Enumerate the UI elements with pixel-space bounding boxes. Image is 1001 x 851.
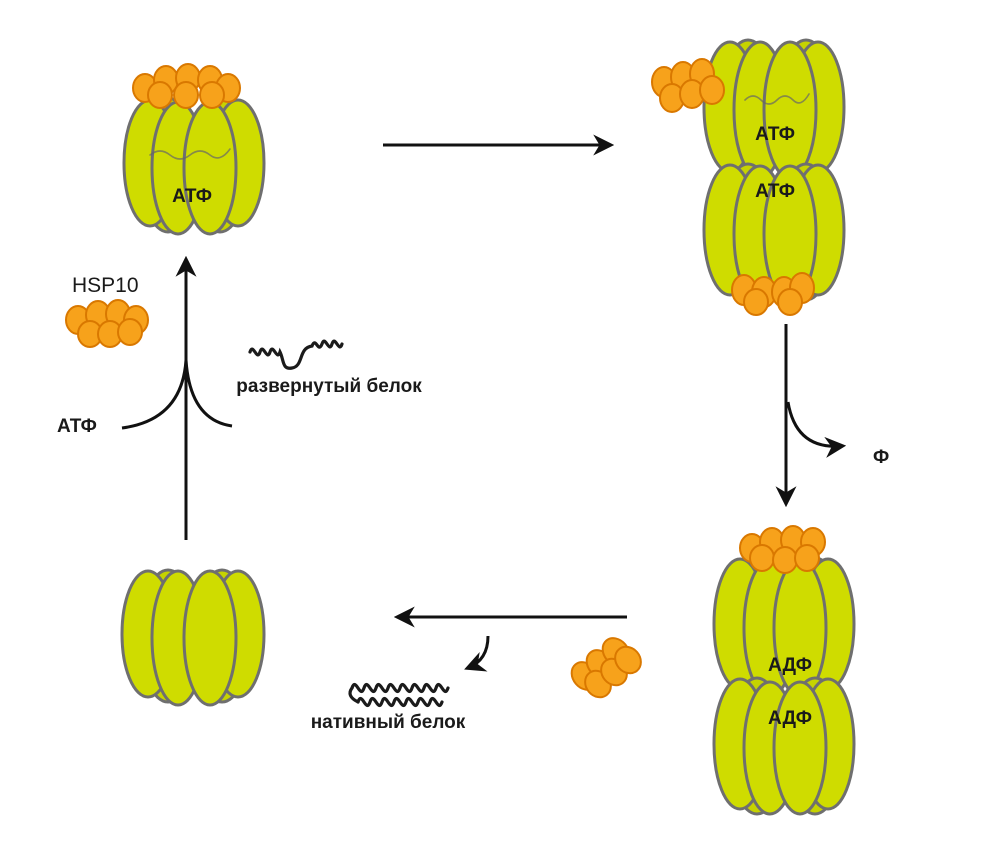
release-arrow [464,635,490,672]
hsp10-cap-bottom-right [739,525,826,574]
unfolded-protein-icon [248,339,344,370]
complex-bottom-left [120,568,266,707]
hsp10-cap-bottom [731,272,815,316]
arrow-left [121,255,233,540]
complex-top-right: АТФ АТФ [651,38,846,316]
native-protein-icon [348,683,450,707]
hsp10-free [65,299,149,348]
atp-label-top-right-1: АТФ [755,124,795,145]
complex-bottom-right: АДФ АДФ [712,525,856,816]
atp-label-top-left: АТФ [172,186,212,207]
complex-top-left: АТФ [122,63,266,236]
arrow-right [775,324,847,508]
atp-label-top-right-2: АТФ [755,181,795,202]
phosphate-label: Ф [873,447,889,468]
native-protein-label: нативный белок [311,712,466,733]
hsp10-label: HSP10 [72,274,139,297]
unfolded-protein-label: развернутый белок [236,376,422,397]
hsp10-cap-top-left [132,63,241,109]
atp-input-label: АТФ [57,416,97,437]
hsp10-released [570,637,642,699]
hsp10-cap-side [651,58,725,113]
adp-label-2: АДФ [768,708,812,729]
adp-label-1: АДФ [768,655,812,676]
